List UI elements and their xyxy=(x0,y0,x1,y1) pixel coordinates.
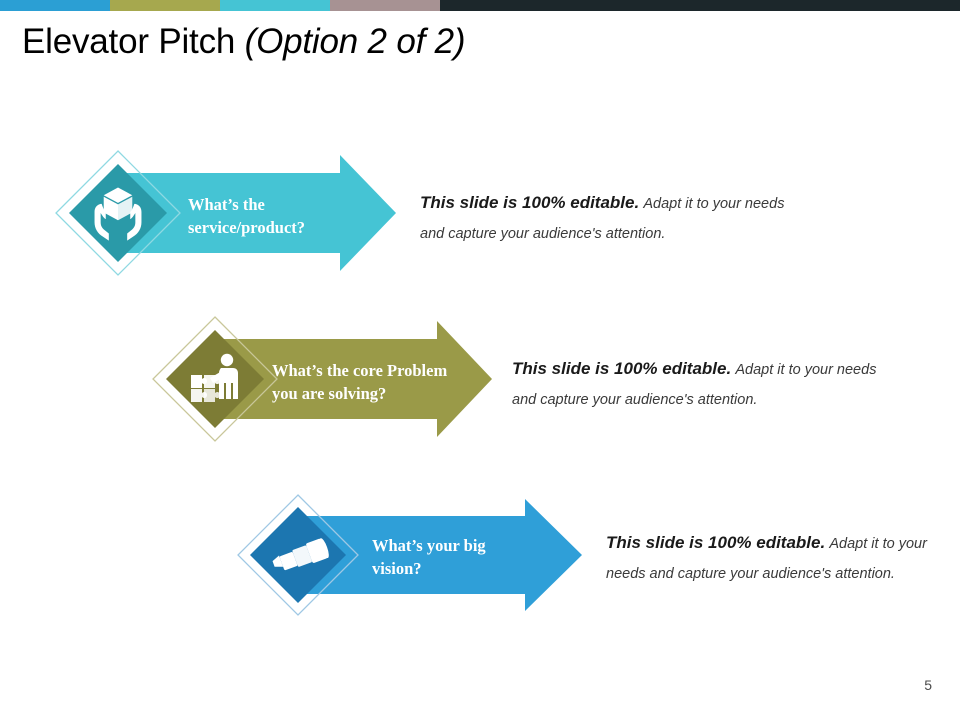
arrow-shape-core-problem xyxy=(222,321,492,437)
body-lead-service-product: This slide is 100% editable. xyxy=(420,193,640,212)
top-bar-segment-blue xyxy=(0,0,110,11)
page-title-sub: (Option 2 of 2) xyxy=(244,22,466,61)
body-text-core-problem: This slide is 100% editable. Adapt it to… xyxy=(512,354,892,415)
page-number: 5 xyxy=(924,677,932,693)
page-title: Elevator Pitch (Option 2 of 2) xyxy=(22,20,466,64)
banner-label-service-product: What’s the service/product? xyxy=(188,195,306,237)
pitch-row-core-problem: What’s the core Problem you are solving?… xyxy=(0,312,960,462)
person-puzzle-icon xyxy=(191,353,238,402)
pitch-row-big-vision: What’s your big vision? This slide is 10… xyxy=(0,490,960,640)
arrow-graphic-service-product[interactable] xyxy=(0,140,620,290)
arrow-graphic-core-problem[interactable] xyxy=(0,312,720,462)
top-decorative-bar xyxy=(0,0,960,11)
top-bar-segment-dark xyxy=(440,0,960,11)
arrow-shape-service-product xyxy=(125,155,396,271)
telescope-icon xyxy=(272,538,329,571)
body-rest-service-product: Adapt it to your needs and capture your … xyxy=(420,196,785,242)
banner-label-big-vision: What’s your big vision? xyxy=(372,536,486,578)
arrow-graphic-big-vision[interactable] xyxy=(0,490,800,640)
diamond-outline-service-product xyxy=(55,150,181,276)
body-text-big-vision: This slide is 100% editable. Adapt it to… xyxy=(606,528,946,589)
arrow-shape-big-vision xyxy=(305,499,582,611)
top-bar-segment-mauve xyxy=(330,0,440,11)
diamond-outline-core-problem xyxy=(152,316,278,442)
top-bar-segment-cyan xyxy=(220,0,330,11)
pitch-row-service-product: What’s the service/product? This slide i… xyxy=(0,140,960,290)
body-rest-big-vision: Adapt it to your needs and capture your … xyxy=(606,536,927,582)
body-rest-core-problem: Adapt it to your needs and capture your … xyxy=(512,362,877,408)
diamond-outline-big-vision xyxy=(237,494,359,616)
top-bar-segment-olive xyxy=(110,0,220,11)
body-lead-core-problem: This slide is 100% editable. xyxy=(512,359,732,378)
page-title-main: Elevator Pitch xyxy=(22,22,245,61)
body-lead-big-vision: This slide is 100% editable. xyxy=(606,533,826,552)
body-text-service-product: This slide is 100% editable. Adapt it to… xyxy=(420,188,810,249)
banner-label-core-problem: What’s the core Problem you are solving? xyxy=(272,361,448,403)
